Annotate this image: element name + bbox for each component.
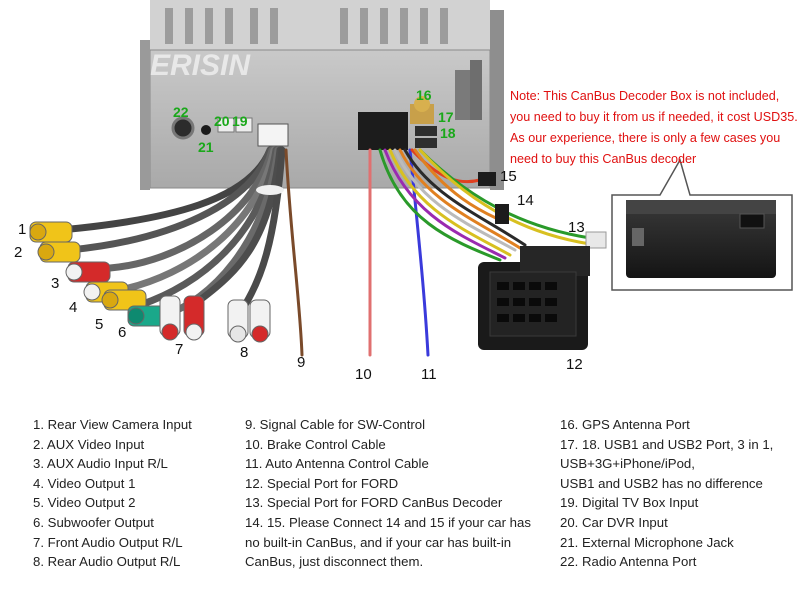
legend-item: 16. GPS Antenna Port [560, 417, 690, 432]
legend-column-2: 9. Signal Cable for SW-Control 10. Brake… [245, 415, 531, 572]
rca-cable-bundle [56, 146, 304, 357]
legend-item: 14. 15. Please Connect 14 and 15 if your… [245, 514, 531, 530]
callout-20: 20 [214, 113, 230, 129]
callout-12: 12 [566, 356, 583, 373]
legend-item: no built-in CanBus, and if your car has … [245, 534, 512, 550]
note-line: Note: This CanBus Decoder Box is not inc… [510, 89, 780, 103]
canbus-decoder-box [611, 158, 793, 291]
callout-9: 9 [297, 354, 306, 371]
legend-item: 9. Signal Cable for SW-Control [245, 417, 426, 432]
callout-18: 18 [440, 125, 456, 141]
callout-3: 3 [51, 275, 60, 292]
callout-1: 1 [18, 221, 27, 238]
legend-item: 10. Brake Control Cable [245, 436, 386, 452]
note-line: you need to buy it from us if needed, it… [510, 110, 798, 124]
connector-13 [585, 231, 607, 249]
legend-item: 12. Special Port for FORD [245, 475, 399, 491]
note-line: As our experience, there is only a few c… [510, 131, 781, 145]
head-unit-chassis [140, 0, 504, 190]
legend-column-3: 16. GPS Antenna Port 17. 18. USB1 and US… [560, 415, 773, 572]
legend-item: 8. Rear Audio Output R/L [33, 554, 181, 570]
callout-14: 14 [517, 192, 534, 209]
callout-16: 16 [416, 87, 432, 103]
legend-item: 20. Car DVR Input [560, 514, 668, 530]
callout-19: 19 [232, 113, 248, 129]
legend-item: 7. Front Audio Output R/L [33, 534, 183, 550]
callout-4: 4 [69, 299, 78, 316]
legend-item: 19. Digital TV Box Input [560, 495, 699, 511]
legend-item: USB1 and USB2 has no difference [560, 475, 763, 491]
watermark-text: ERISIN [150, 49, 251, 82]
callout-11: 11 [421, 366, 437, 383]
chassis-ports [171, 96, 437, 150]
legend-item: 5. Video Output 2 [33, 495, 136, 511]
callout-2: 2 [14, 244, 23, 261]
callout-7: 7 [175, 341, 184, 358]
callout-6: 6 [118, 324, 127, 341]
legend-item: 22. Radio Antenna Port [560, 554, 697, 570]
legend-item: 6. Subwoofer Output [33, 514, 154, 530]
legend-item: 2. AUX Video Input [33, 436, 145, 452]
callout-15: 15 [500, 168, 517, 185]
callout-17: 17 [438, 109, 454, 125]
ford-connector [478, 246, 590, 350]
rca-plugs [29, 221, 271, 343]
canbus-note: Note: This CanBus Decoder Box is not inc… [510, 86, 800, 170]
legend-item: 1. Rear View Camera Input [33, 417, 192, 432]
note-line: need to buy this CanBus decoder [510, 152, 697, 166]
legend-item: 4. Video Output 1 [33, 475, 136, 491]
callout-8: 8 [240, 344, 249, 361]
legend-item: USB+3G+iPhone/iPod, [560, 456, 695, 472]
callout-10: 10 [355, 366, 372, 383]
connector-14 [495, 204, 509, 224]
legend-item: 17. 18. USB1 and USB2 Port, 3 in 1, [560, 436, 774, 452]
callout-21: 21 [198, 139, 214, 155]
wiring-photo: ERISIN [29, 0, 793, 357]
legend-item: 13. Special Port for FORD CanBus Decoder [245, 495, 503, 511]
legend-column-1: 1. Rear View Camera Input 2. AUX Video I… [33, 415, 192, 572]
legend-item: 21. External Microphone Jack [560, 534, 734, 550]
legend-item: 11. Auto Antenna Control Cable [245, 456, 429, 472]
legend-item: CanBus, just disconnect them. [245, 554, 424, 570]
connector-15 [478, 172, 496, 186]
callout-22: 22 [173, 104, 189, 120]
callout-13: 13 [568, 219, 585, 236]
legend-item: 3. AUX Audio Input R/L [33, 456, 168, 472]
callout-5: 5 [95, 316, 104, 333]
